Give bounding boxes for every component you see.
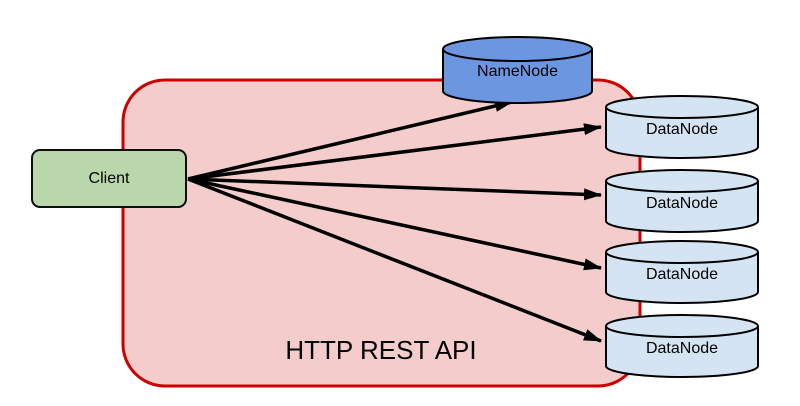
datanode-1-top [605, 95, 759, 119]
arrow-client-to-datanode-3 [187, 177, 602, 271]
datanode-2-top [605, 169, 759, 193]
datanode-3-top [605, 240, 759, 264]
datanode-cylinder-1 [605, 95, 759, 159]
datanode-3-body [605, 252, 759, 304]
datanode-cylinder-4 [605, 314, 759, 378]
arrow-client-to-datanode-2 [187, 177, 602, 201]
datanode-2-body [605, 181, 759, 233]
client-label: Client [88, 169, 130, 187]
arrow-client-to-datanode-4 [187, 177, 602, 343]
datanode-1-body [605, 107, 759, 159]
datanode-cylinder-2 [605, 169, 759, 233]
datanode-4-top [605, 314, 759, 338]
datanode-4-body [605, 326, 759, 378]
datanode-cylinder-3 [605, 240, 759, 304]
namenode-cylinder [442, 36, 593, 104]
arrow-group [187, 100, 602, 343]
namenode-cylinder-top [442, 36, 593, 62]
client-node: Client [31, 149, 187, 208]
arrow-client-to-datanode-1 [187, 123, 602, 181]
arrow-client-to-namenode [187, 100, 513, 181]
http-rest-api-boundary [121, 78, 642, 388]
namenode-cylinder-body [442, 49, 593, 104]
